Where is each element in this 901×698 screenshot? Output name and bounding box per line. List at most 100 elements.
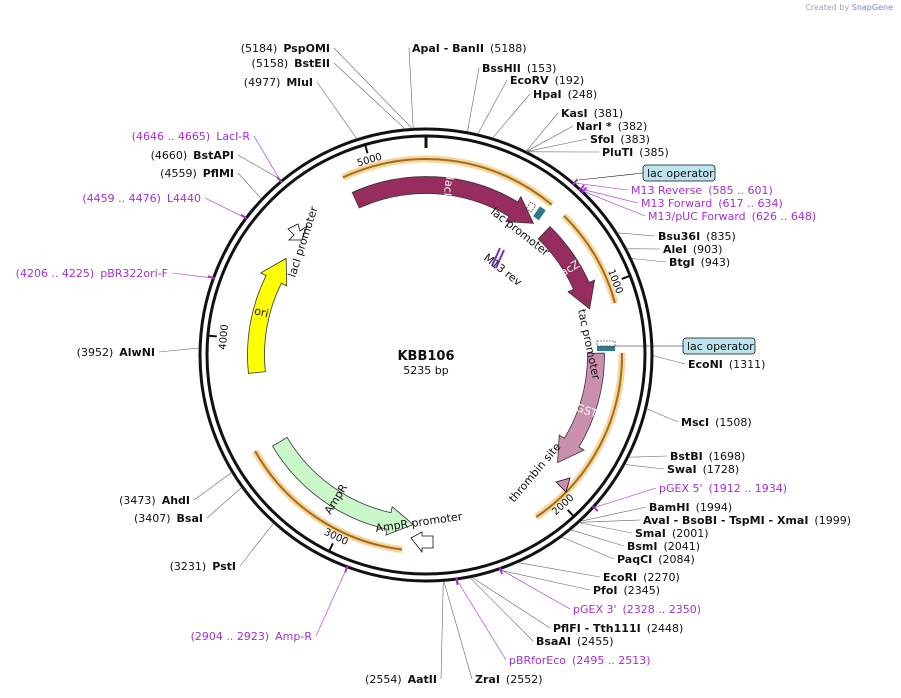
site-name: M13/pUC Forward [648, 210, 746, 223]
site-label-zrai: ZraI (2552) [475, 673, 543, 686]
site-leader-17 [492, 93, 531, 139]
site-leader-25 [617, 232, 656, 237]
backbone-outer-circle [198, 127, 654, 583]
primer-label-pgex-5: pGEX 5'(1912 .. 1934) [659, 482, 787, 495]
site-leader-27 [631, 258, 667, 263]
site-pos: (2041) [664, 540, 701, 553]
primer-label-pgex-3: pGEX 3'(2328 .. 2350) [573, 603, 701, 616]
site-label-pflfi-tth111i: PflFI - Tth111I(2448) [553, 622, 683, 635]
site-name: PstI [212, 560, 236, 573]
site-leader-32 [593, 487, 657, 508]
site-name: PfoI [593, 584, 618, 597]
site-leader-20 [526, 138, 588, 152]
site-label-sfoi: SfoI(383) [590, 133, 650, 146]
lac-operator-label-2: lac operator [687, 340, 754, 353]
site-pos: (1999) [814, 514, 851, 527]
site-label-alei: AleI(903) [663, 243, 722, 256]
site-leader-2 [316, 81, 358, 139]
site-name: Amp-R [275, 630, 312, 643]
m13-rev-label: M13 rev [481, 251, 524, 289]
site-leader-30 [628, 455, 668, 458]
site-name: SmaI [635, 527, 666, 540]
site-leader-3 [253, 135, 281, 181]
site-pos: (835) [706, 230, 736, 243]
tick-mark-5000 [364, 145, 369, 154]
site-leader-1 [333, 62, 406, 130]
site-pos: (192) [555, 74, 585, 87]
lac-operator-box-2: lac operator [615, 337, 756, 355]
site-name: pGEX 5' [659, 482, 703, 495]
site-label-ahdi: (3473) AhdI [119, 494, 190, 507]
site-name: BsmI [627, 540, 658, 553]
site-pos: (3407) [134, 512, 171, 525]
site-name: AhdI [162, 494, 190, 507]
site-pos: (5184) [241, 42, 278, 55]
site-leader-22 [574, 182, 629, 191]
site-leader-37 [561, 536, 615, 560]
site-pos: (2554) [365, 673, 402, 686]
site-name: LacI-R [216, 130, 250, 143]
site-name: L4440 [167, 192, 201, 205]
thrombin-site-label: thrombin site [506, 440, 563, 505]
site-leader-4 [237, 154, 282, 181]
feature-arrow-laci [351, 176, 535, 224]
site-name: MluI [286, 76, 313, 89]
orf-layer [252, 155, 626, 553]
ampr-promoter-arrow [410, 531, 434, 554]
site-name: PaqCI [617, 553, 652, 566]
site-leader-36 [570, 529, 625, 547]
site-pos: (2328 .. 2350) [623, 603, 702, 616]
site-label-bstbi: BstBI(1698) [670, 450, 745, 463]
site-label-mlui: (4977)MluI [244, 76, 313, 89]
primer-mark-amp-r [344, 565, 349, 573]
site-leader-29 [646, 408, 679, 423]
site-label-pfoi: PfoI(2345) [593, 584, 660, 597]
primer-label-m13-forward: M13 Forward(617 .. 634) [641, 197, 783, 210]
site-pos: (3231) [170, 560, 207, 573]
site-pos: (4206 .. 4225) [16, 267, 95, 280]
site-label-pspomi: (5184) PspOMI [241, 42, 330, 55]
primer-mark-l4440 [240, 213, 248, 220]
site-pos: (1508) [715, 416, 752, 429]
site-pos: (5158) [252, 57, 289, 70]
site-leader-28 [652, 355, 686, 365]
site-name: BstAPI [193, 149, 234, 162]
site-pos: (2001) [672, 527, 709, 540]
site-name: PflFI - Tth111I [553, 622, 641, 635]
site-name: EcoRV [510, 74, 549, 87]
site-name: AatII [408, 673, 437, 686]
primer-mark-pgex-3 [498, 567, 504, 575]
feature-arrow-ori [247, 257, 288, 374]
site-name: ZraI [475, 673, 500, 686]
site-label-kasi: KasI(381) [561, 107, 623, 120]
site-leader-8 [158, 347, 200, 353]
site-name: Bsu36I [658, 230, 700, 243]
orf-arc-1 [563, 214, 616, 304]
site-pos: (3473) [119, 494, 156, 507]
site-label-avai-bsobi-tspmi-xmai: AvaI - BsoBI - TspMI - XmaI(1999) [643, 514, 851, 527]
site-name: BstBI [670, 450, 703, 463]
site-label-ecorv: EcoRV (192) [510, 74, 584, 87]
site-pos: (2495 .. 2513) [572, 654, 651, 667]
snapgene-logo: SnapGene [851, 3, 893, 12]
site-label-bsteii: (5158)BstEII [252, 57, 330, 70]
site-name: PspOMI [283, 42, 330, 55]
site-label-swai: SwaI(1728) [667, 463, 739, 476]
site-pos: (3952) [77, 346, 114, 359]
site-leader-43 [456, 579, 507, 661]
site-name: PflMI [203, 167, 234, 180]
site-label-econi: EcoNI(1311) [688, 358, 765, 371]
feature-label-laci: lacI [441, 176, 456, 197]
site-pos: (2552) [506, 673, 543, 686]
site-leader-34 [579, 519, 641, 523]
site-name: pBRforEco [509, 654, 566, 667]
site-label-msci: MscI(1508) [681, 416, 752, 429]
orf-arc-2 [535, 352, 623, 518]
primer-mark-pgex-5 [591, 505, 599, 512]
primer-label-laci-r: (4646 .. 4665)LacI-R [132, 130, 251, 143]
site-leader-33 [580, 506, 647, 522]
site-leader-31 [624, 464, 665, 470]
feature-arrow-gst [557, 352, 605, 464]
site-name: ApaI - BanII [412, 42, 484, 55]
site-leader-9 [193, 472, 232, 501]
